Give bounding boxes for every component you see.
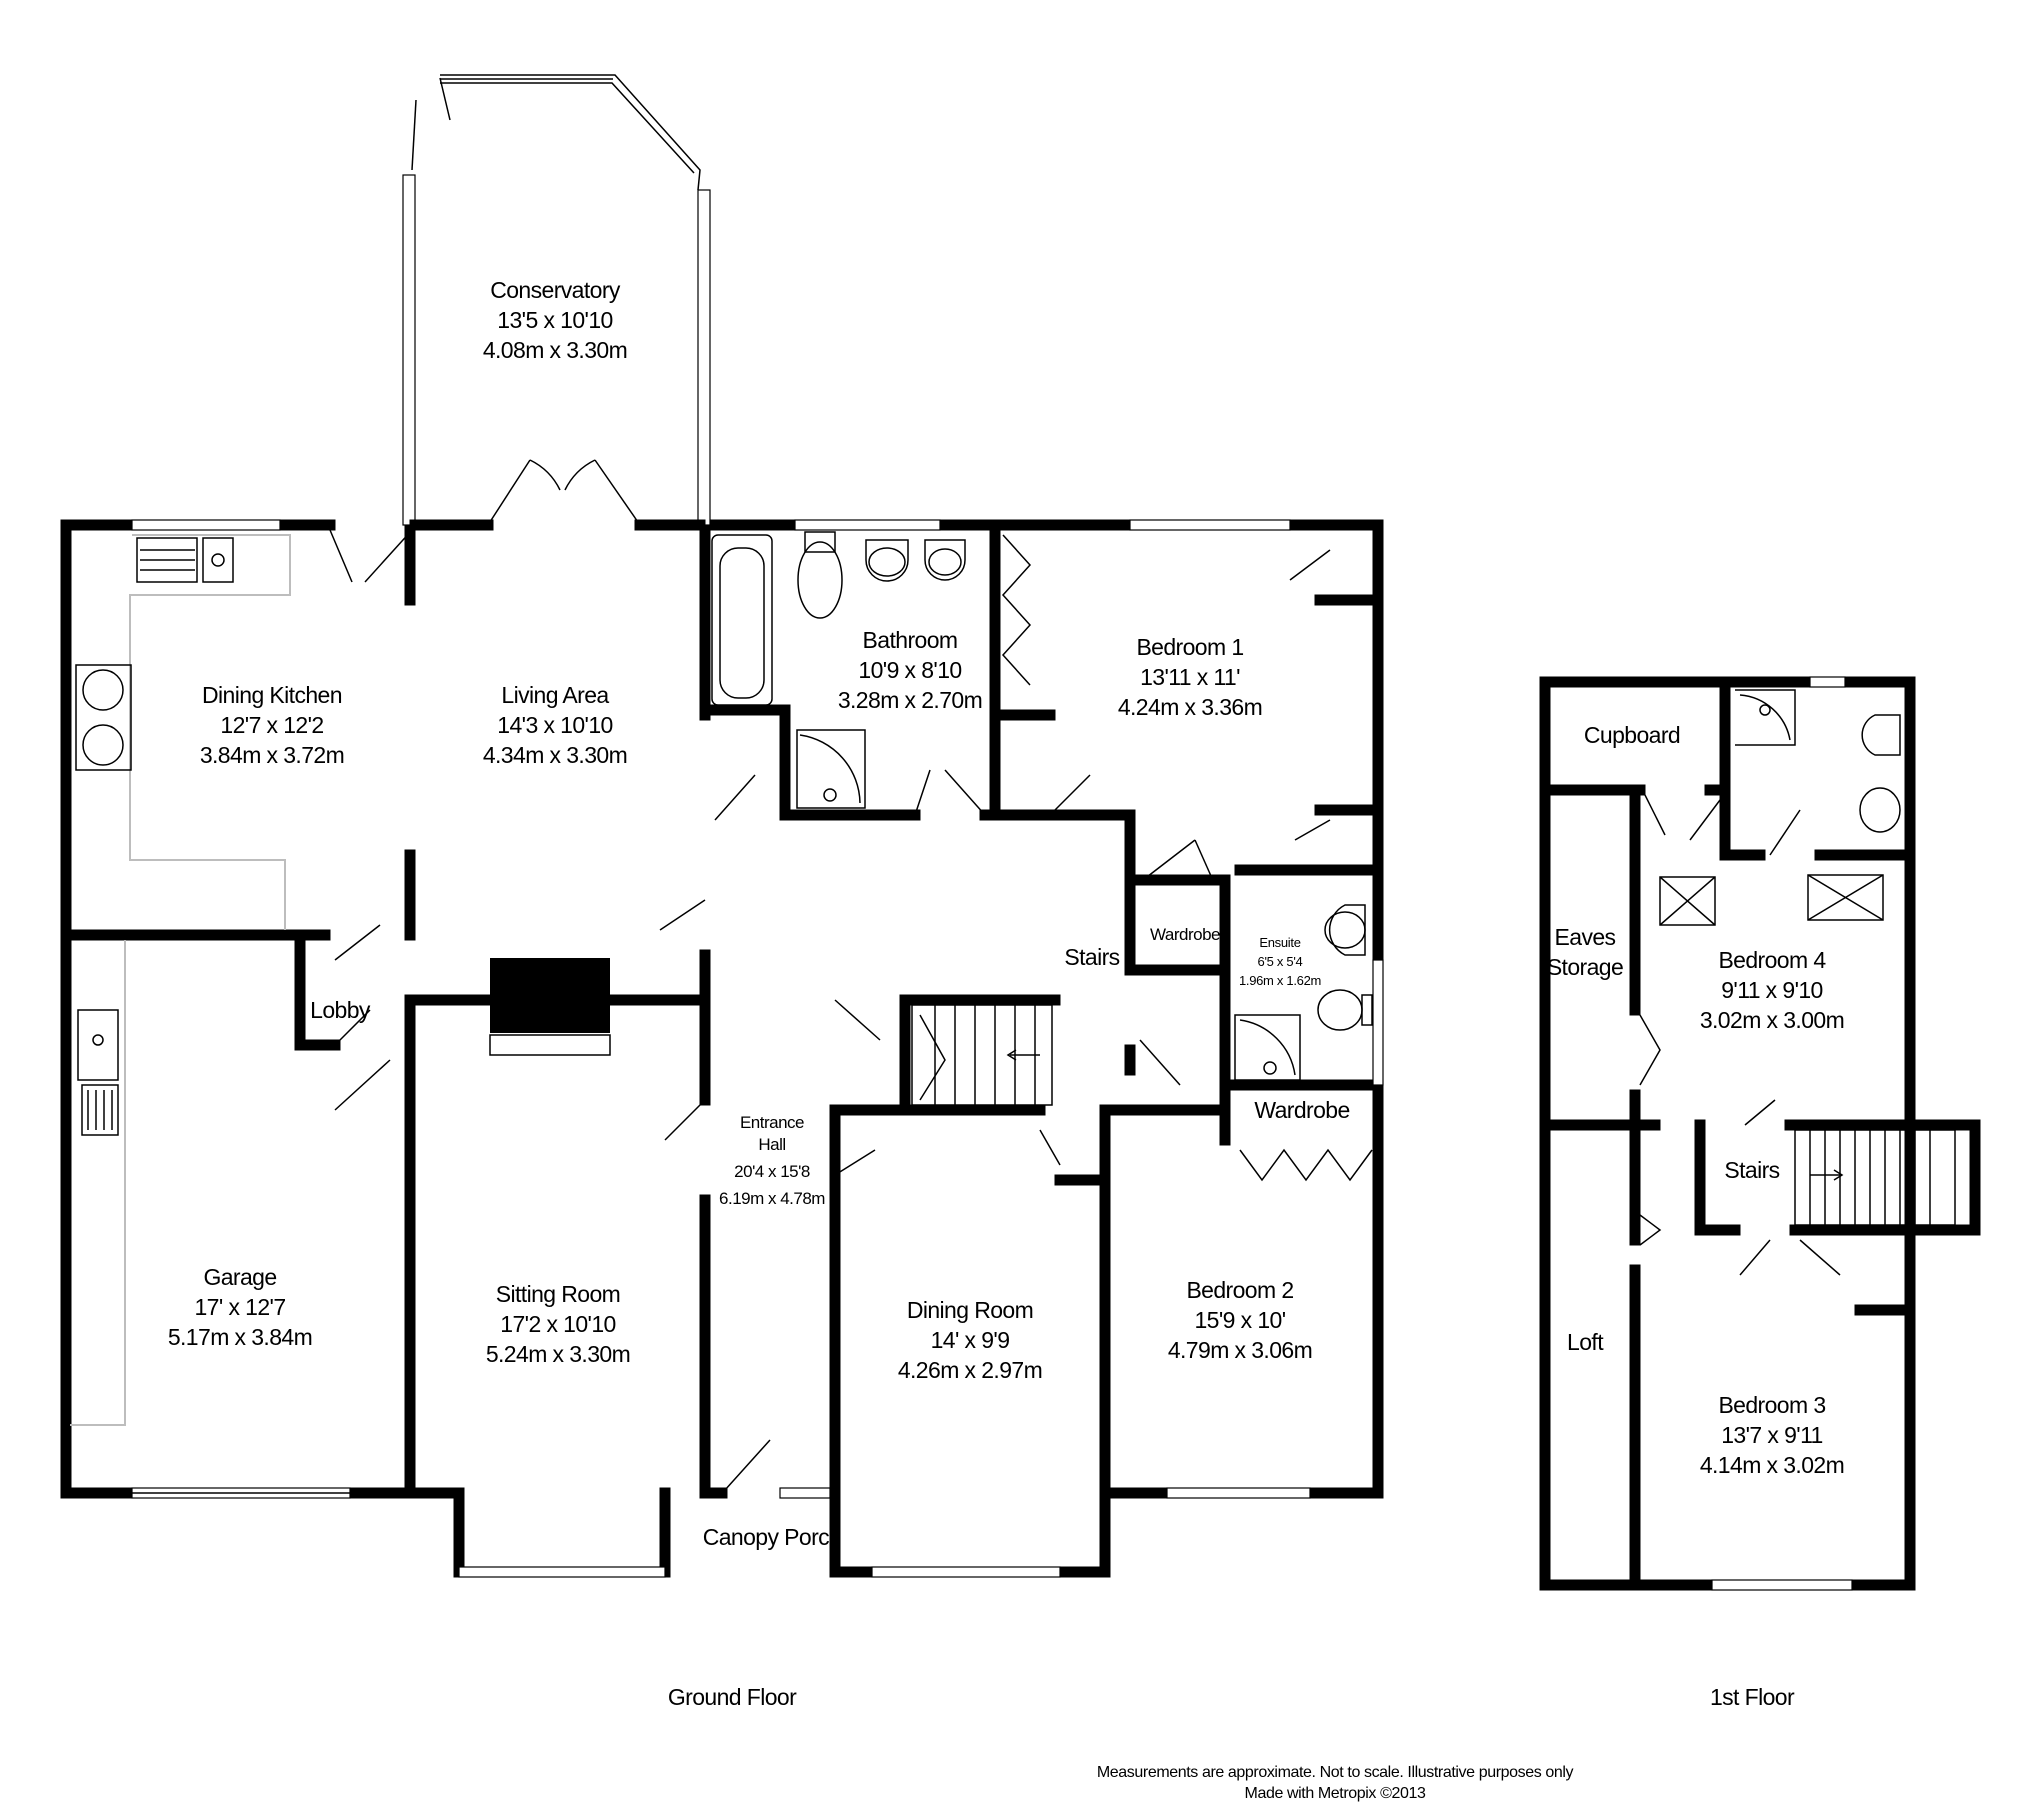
room-metric: 5.24m x 3.30m [486,1341,630,1367]
room-imperial: 10'9 x 8'10 [858,657,961,683]
room-name: Sitting Room [496,1281,620,1307]
room-imperial: 13'11 x 11' [1140,664,1240,690]
room-imperial: 15'9 x 10' [1194,1307,1285,1333]
room-name: Dining Kitchen [202,682,342,708]
bedroom-1-doors [1001,534,1331,886]
room-imperial: 17'2 x 10'10 [500,1311,615,1337]
first-floor-windows [1711,676,1853,1591]
room-name: Conservatory [490,277,621,303]
room-name: Dining Room [907,1297,1033,1323]
room-imperial: 14'3 x 10'10 [497,712,612,738]
eaves-storage-label-line-2: Storage [1547,954,1623,980]
conservatory-structure [402,74,711,531]
room-bathroom: Bathroom 10'9 x 8'10 3.28m x 2.70m [838,627,983,713]
room-imperial: 6'5 x 5'4 [1258,954,1303,969]
room-name: Living Area [501,682,609,708]
room-imperial: 14' x 9'9 [931,1327,1010,1353]
room-metric: 4.34m x 3.30m [483,742,627,768]
room-metric: 1.96m x 1.62m [1239,973,1321,988]
room-imperial: 13'5 x 10'10 [497,307,612,333]
room-imperial: 20'4 x 15'8 [734,1162,810,1181]
room-metric: 4.79m x 3.06m [1168,1337,1312,1363]
first-floor-walls [1539,676,1981,1591]
cupboard-label: Cupboard [1584,722,1680,748]
room-name-line-2: Hall [758,1135,785,1154]
room-conservatory: Conservatory 13'5 x 10'10 4.08m x 3.30m [483,277,628,363]
credit-text: Made with Metropix ©2013 [1245,1785,1426,1802]
room-metric: 6.19m x 4.78m [719,1189,825,1208]
ground-floor-walls [60,519,1384,1578]
ground-stairs [911,1004,1053,1106]
room-metric: 4.24m x 3.36m [1118,694,1262,720]
first-floor-heading: 1st Floor [1710,1684,1795,1710]
room-bedroom-2: Bedroom 2 15'9 x 10' 4.79m x 3.06m [1168,1277,1313,1363]
room-sitting-room: Sitting Room 17'2 x 10'10 5.24m x 3.30m [486,1281,631,1367]
room-living-area: Living Area 14'3 x 10'10 4.34m x 3.30m [483,682,628,768]
first-floor-stairs [1794,1129,1956,1226]
room-name: Bedroom 2 [1186,1277,1293,1303]
first-floor-fittings [1639,689,1901,1276]
room-metric: 5.17m x 3.84m [168,1324,312,1350]
wardrobe-label-lower: Wardrobe [1254,1097,1349,1123]
ensuite-fittings [1234,904,1373,1081]
wardrobe-label-upper: Wardrobe [1150,925,1220,944]
kitchen-fittings [75,529,413,930]
garage-fittings [70,940,350,1494]
bedroom-2-wardrobe-doors [1239,1148,1373,1182]
room-name-line-1: Entrance [740,1113,804,1132]
room-bedroom-1: Bedroom 1 13'11 x 11' 4.24m x 3.36m [1118,634,1263,720]
room-imperial: 13'7 x 9'11 [1721,1422,1823,1448]
room-imperial: 12'7 x 12'2 [220,712,323,738]
bathroom-fittings [711,531,986,816]
room-entrance-hall: Entrance Hall 20'4 x 15'8 6.19m x 4.78m [719,1113,826,1208]
room-metric: 3.02m x 3.00m [1700,1007,1844,1033]
loft-label: Loft [1567,1329,1604,1355]
room-metric: 3.28m x 2.70m [838,687,982,713]
room-bedroom-4: Bedroom 4 9'11 x 9'10 3.02m x 3.00m [1700,947,1845,1033]
room-garage: Garage 17' x 12'7 5.17m x 3.84m [168,1264,313,1350]
room-name: Bedroom 4 [1718,947,1826,973]
room-name: Bedroom 1 [1136,634,1243,660]
stairs-label-first: Stairs [1724,1157,1779,1183]
room-bedroom-3: Bedroom 3 13'7 x 9'11 4.14m x 3.02m [1700,1392,1845,1478]
lobby-label: Lobby [310,997,371,1023]
room-metric: 4.08m x 3.30m [483,337,627,363]
room-imperial: 9'11 x 9'10 [1721,977,1823,1003]
eaves-storage-label-line-1: Eaves [1555,924,1616,950]
room-imperial: 17' x 12'7 [194,1294,285,1320]
disclaimer-text: Measurements are approximate. Not to sca… [1097,1764,1574,1781]
room-metric: 4.26m x 2.97m [898,1357,1042,1383]
room-dining-room: Dining Room 14' x 9'9 4.26m x 2.97m [898,1297,1043,1383]
room-name: Bathroom [863,627,958,653]
room-metric: 3.84m x 3.72m [200,742,344,768]
room-metric: 4.14m x 3.02m [1700,1452,1844,1478]
room-name: Bedroom 3 [1718,1392,1825,1418]
stairs-label: Stairs [1064,944,1119,970]
hall-doors [334,774,1181,1491]
ground-floor-heading: Ground Floor [668,1684,797,1710]
room-ensuite: Ensuite 6'5 x 5'4 1.96m x 1.62m [1239,935,1321,988]
room-name: Garage [203,1264,276,1290]
room-name: Ensuite [1259,935,1300,950]
chimney-breast [489,958,611,1056]
canopy-porch-label: Canopy Porch [703,1524,842,1550]
room-dining-kitchen: Dining Kitchen 12'7 x 12'2 3.84m x 3.72m [200,682,345,768]
